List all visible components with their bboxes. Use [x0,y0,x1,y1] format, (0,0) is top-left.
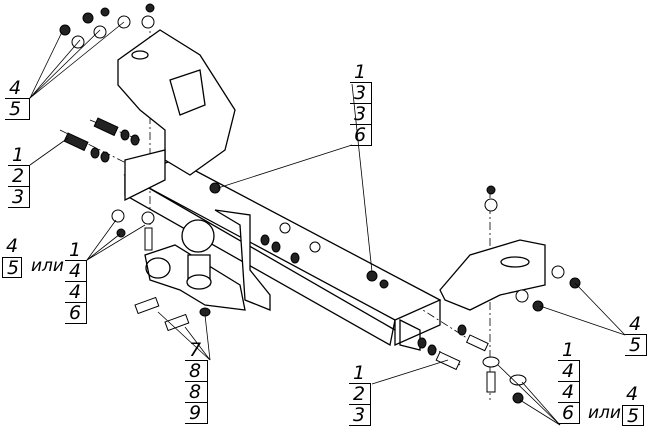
callout-number: 5 [2,257,22,279]
or-label: или [31,256,64,276]
callout-top-left-nuts: 4 5 [5,78,30,120]
callout-number: 5 [622,405,644,427]
callout-number: 5 [5,99,30,120]
callout-number: 4 [5,78,30,99]
or-label: или [588,403,621,423]
callout-number: 8 [185,382,208,403]
callout-number: 4 [558,361,580,382]
callout-ball-bolts: 7 8 8 9 [185,340,208,424]
right-bracket [399,239,546,351]
callout-number: 5 [625,335,647,356]
callout-number: 8 [185,361,208,382]
callout-right-nut: 4 5 [625,314,647,356]
leader-lines [29,21,626,426]
callout-number: 4 [625,314,647,335]
callout-number: 1 [558,340,580,361]
callout-bottom-right-alt: 4 5 [622,383,644,427]
callout-bottom-right-washer-nut: 1 4 4 6 [558,340,580,424]
callout-number: 4 [65,261,87,282]
callout-number: 3 [8,187,30,208]
tow-ball [181,219,215,253]
callout-center-top: 1 3 3 6 [350,62,372,146]
callout-left-bolt: 1 2 3 [8,145,30,208]
callout-number: 6 [350,125,372,146]
callout-number: 4 [6,235,19,257]
callout-number: 1 [349,363,371,384]
tow-ball-mount [144,209,271,311]
callout-number: 6 [558,403,580,424]
callout-number: 2 [8,166,30,187]
callout-number: 3 [350,83,372,104]
callout-number: 7 [185,340,208,361]
callout-number: 1 [8,145,30,166]
callout-number: 6 [65,303,87,324]
callout-bottom-bolt: 1 2 3 [349,363,371,426]
callout-number: 1 [350,62,372,83]
callout-number: 3 [349,405,371,426]
fasteners [59,3,581,404]
callout-number: 4 [626,383,639,405]
callout-left-washer-nut: 1 4 4 6 [65,240,87,324]
callout-number: 4 [558,382,580,403]
callout-number: 1 [65,240,87,261]
callout-number: 2 [349,384,371,405]
callout-left-alt: 4 5 [2,235,22,279]
left-bracket [117,29,236,202]
callout-number: 9 [185,403,208,424]
callout-number: 3 [350,104,372,125]
callout-number: 4 [65,282,87,303]
